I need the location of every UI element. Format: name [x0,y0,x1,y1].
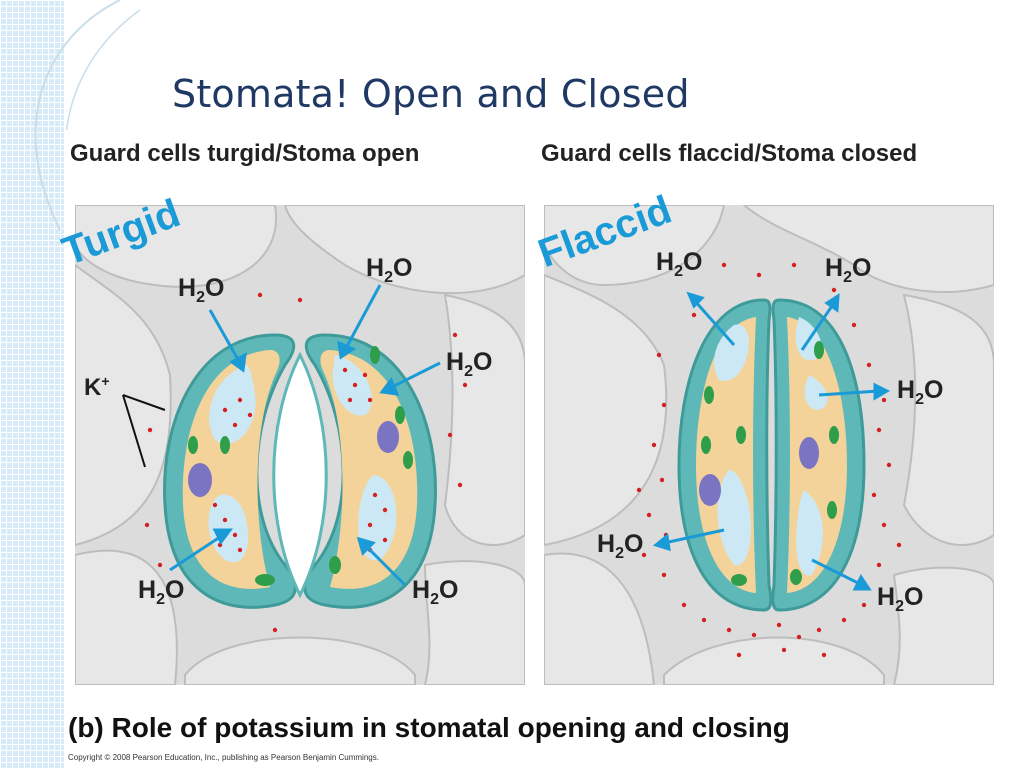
right-guard-cell-flaccid [771,298,866,612]
figure-caption: (b) Role of potassium in stomatal openin… [68,712,790,744]
water-label: H2O [897,376,944,408]
open-stoma-illustration [75,205,525,685]
water-label: H2O [597,530,644,562]
potassium-label: K+ [84,373,110,401]
left-guard-cell-turgid [163,333,297,609]
water-label: H2O [656,248,703,280]
right-panel-heading: Guard cells flaccid/Stoma closed [541,140,918,167]
copyright-notice: Copyright © 2008 Pearson Education, Inc.… [68,753,379,762]
caption-text: Role of potassium in stomatal opening an… [111,712,790,743]
water-label: H2O [446,348,493,380]
water-label: H2O [178,274,225,306]
right-guard-cell-turgid [303,333,437,609]
stomatal-pore [272,351,328,599]
water-label: H2O [825,254,872,286]
potassium-ions-right [636,262,902,658]
left-guard-cell-flaccid [677,298,773,612]
closed-stoma-panel [544,205,994,685]
caption-letter: (b) [68,712,104,743]
closed-stoma-illustration [544,205,994,685]
background-grid-strip [0,0,64,768]
slide-title: Stomata! Open and Closed [172,72,690,116]
water-label: H2O [412,576,459,608]
water-label: H2O [366,254,413,286]
left-panel-heading: Guard cells turgid/Stoma open [70,140,420,167]
water-label: H2O [877,583,924,615]
open-stoma-panel [75,205,525,685]
potassium-ions-left [144,292,468,633]
water-label: H2O [138,576,185,608]
